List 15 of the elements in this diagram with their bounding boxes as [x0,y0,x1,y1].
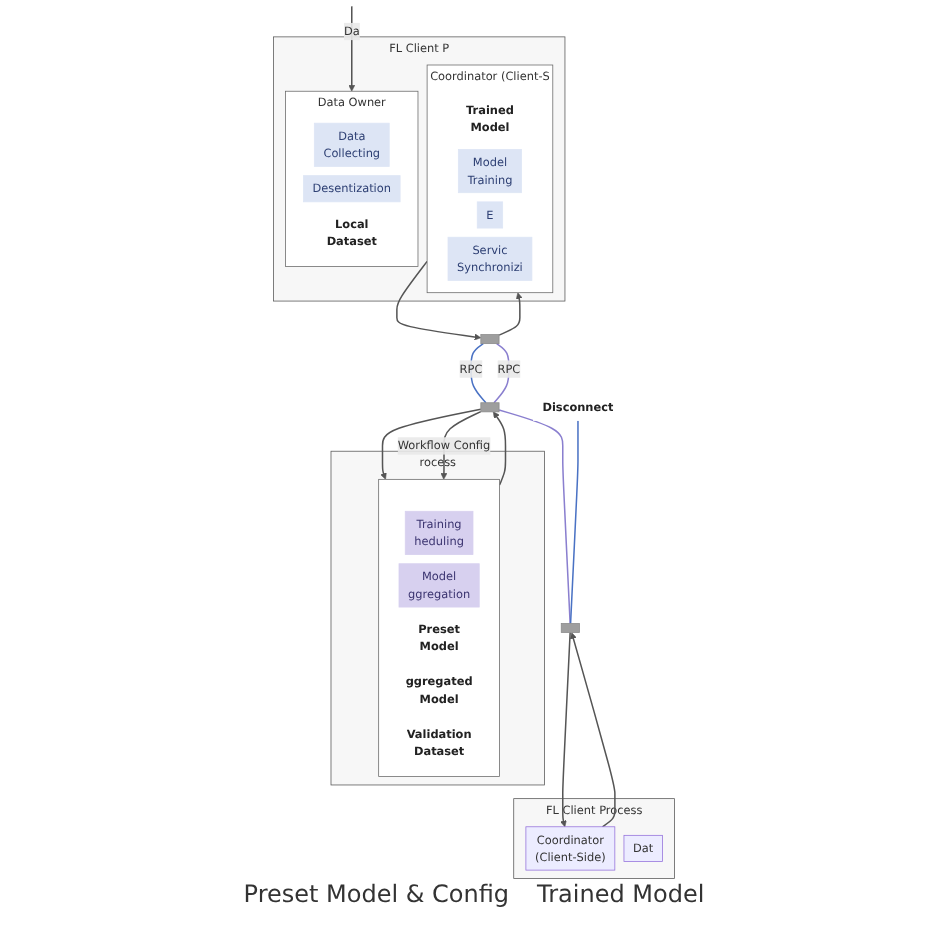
cluster [378,478,500,777]
connector [498,409,571,625]
arrow [560,631,571,828]
node-box [480,334,500,344]
connector [470,342,487,404]
node-box [560,623,580,633]
arrow [498,292,523,336]
arrow [348,5,356,92]
arrow [492,411,507,486]
connector [569,419,579,625]
note-label: Trained Model [537,880,705,908]
arrow [570,632,616,828]
connector [493,342,510,404]
node-box [480,402,500,413]
note-label: Preset Model & Config [243,880,510,908]
